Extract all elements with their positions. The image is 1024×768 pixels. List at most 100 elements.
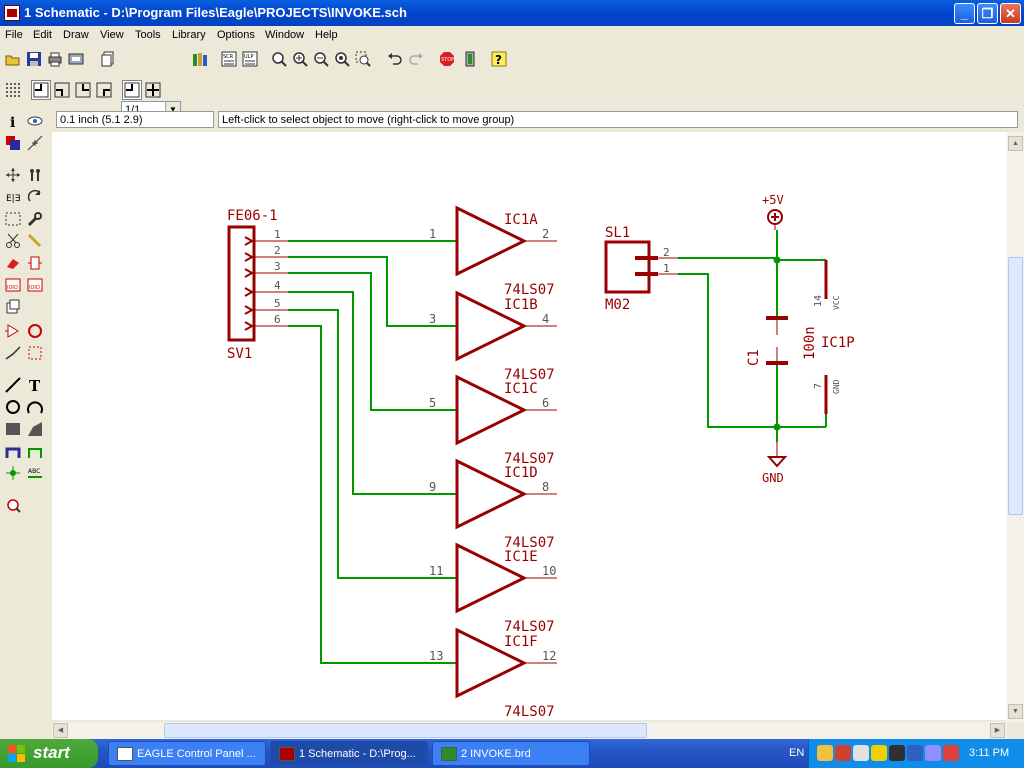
wire-bend-2-button[interactable]	[52, 80, 72, 100]
miter-button[interactable]	[25, 343, 45, 363]
tray-app-icon[interactable]	[853, 745, 869, 761]
copy-button[interactable]	[25, 165, 45, 185]
connector-pin-2[interactable]: 2	[244, 244, 288, 262]
wire-bend-4-button[interactable]	[94, 80, 114, 100]
cut-button[interactable]	[3, 231, 23, 251]
task-schematic[interactable]: 1 Schematic - D:\Prog...	[270, 741, 428, 766]
scroll-up-icon[interactable]: ▲	[1008, 136, 1023, 151]
connector-sl1[interactable]: 2 1 SL1 M02	[604, 225, 678, 313]
stop-button[interactable]: STOP	[437, 49, 457, 69]
menu-window[interactable]: Window	[265, 29, 305, 41]
text-button[interactable]: T	[25, 375, 45, 395]
scroll-down-icon[interactable]: ▼	[1008, 704, 1023, 719]
maximize-button[interactable]: ❐	[977, 3, 998, 24]
gateswap-button[interactable]: IOIO	[25, 275, 45, 295]
label-button[interactable]: ABC	[25, 463, 45, 483]
layer-display-2-button[interactable]	[143, 80, 163, 100]
wire-pin2[interactable]	[288, 256, 457, 327]
connector-pin-6[interactable]: 6	[244, 313, 288, 331]
go-button[interactable]	[460, 49, 480, 69]
scroll-right-icon[interactable]: ▶	[990, 723, 1005, 738]
script-button[interactable]: SCR	[219, 49, 239, 69]
grid-button[interactable]	[3, 80, 23, 100]
menu-view[interactable]: View	[100, 29, 124, 41]
net-button[interactable]	[25, 441, 45, 461]
tray-volume-icon[interactable]	[925, 745, 941, 761]
task-board[interactable]: 2 INVOKE.brd	[432, 741, 590, 766]
polygon-button[interactable]	[25, 419, 45, 439]
scroll-left-icon[interactable]: ◀	[53, 723, 68, 738]
change-button[interactable]	[25, 209, 45, 229]
display-button[interactable]	[3, 133, 23, 153]
layer-display-button[interactable]	[122, 80, 142, 100]
zoom-out-button[interactable]	[311, 49, 331, 69]
menu-help[interactable]: Help	[315, 29, 338, 41]
zoom-fit-button[interactable]	[269, 49, 289, 69]
pinswap-button[interactable]: IOIO	[3, 275, 23, 295]
language-indicator[interactable]: EN	[789, 747, 805, 759]
task-eagle-control-panel[interactable]: EAGLE Control Panel ...	[108, 741, 266, 766]
start-button[interactable]: start	[0, 739, 98, 768]
save-button[interactable]	[24, 49, 44, 69]
info-button[interactable]: i	[3, 111, 23, 131]
open-button[interactable]	[3, 49, 23, 69]
close-button[interactable]: ✕	[1000, 3, 1021, 24]
tray-tool-icon[interactable]	[889, 745, 905, 761]
bus-button[interactable]	[3, 441, 23, 461]
mark-button[interactable]	[25, 133, 45, 153]
capacitor-c1[interactable]: C1 100n	[746, 316, 818, 366]
minimize-button[interactable]: _	[954, 3, 975, 24]
junction-vcc[interactable]	[773, 256, 781, 264]
tray-monitor-icon[interactable]	[907, 745, 923, 761]
wire-vcc[interactable]	[678, 257, 826, 261]
tray-shield-icon[interactable]	[871, 745, 887, 761]
wire-bend-1-button[interactable]	[31, 80, 51, 100]
move-button[interactable]	[3, 165, 23, 185]
help-button[interactable]: ?	[489, 49, 509, 69]
mirror-button[interactable]: E|∃	[3, 187, 23, 207]
menu-file[interactable]: File	[5, 29, 23, 41]
tray-back-icon[interactable]	[817, 745, 833, 761]
arc-button[interactable]	[25, 397, 45, 417]
paste-button[interactable]	[25, 231, 45, 251]
add-button[interactable]	[25, 253, 45, 273]
supply-vcc[interactable]: +5V	[762, 193, 784, 230]
wire-pin3[interactable]	[288, 272, 457, 411]
zoom-in-button[interactable]	[290, 49, 310, 69]
wire-bend-3-button[interactable]	[73, 80, 93, 100]
menu-edit[interactable]: Edit	[33, 29, 52, 41]
power-block-ic1p[interactable]: 14 VCC 7 GND IC1P	[813, 260, 855, 427]
smash-button[interactable]	[25, 321, 45, 341]
tray-security-icon[interactable]	[943, 745, 959, 761]
circle-button[interactable]	[3, 397, 23, 417]
junction-gnd[interactable]	[773, 423, 781, 431]
menu-tools[interactable]: Tools	[135, 29, 161, 41]
vertical-scroll-thumb[interactable]	[1008, 257, 1023, 515]
vertical-scrollbar[interactable]: ▲ ▼	[1007, 132, 1024, 722]
connector-pin-1[interactable]: 1	[244, 228, 288, 246]
connector-pin-4[interactable]: 4	[244, 279, 288, 297]
erc-button[interactable]	[3, 495, 23, 515]
delete-button[interactable]	[3, 253, 23, 273]
cam-processor-button[interactable]	[66, 49, 86, 69]
eagle-app-icon[interactable]	[4, 5, 20, 21]
replace-button[interactable]	[3, 297, 23, 317]
redo-button[interactable]	[406, 49, 426, 69]
menu-draw[interactable]: Draw	[63, 29, 89, 41]
undo-button[interactable]	[385, 49, 405, 69]
rotate-button[interactable]	[25, 187, 45, 207]
group-button[interactable]	[3, 209, 23, 229]
connector-pin-5[interactable]: 5	[244, 297, 288, 315]
wire-pin6[interactable]	[288, 325, 457, 664]
tray-network-icon[interactable]	[835, 745, 851, 761]
horizontal-scrollbar[interactable]: ◀ ▶	[52, 722, 1007, 739]
print-button[interactable]	[45, 49, 65, 69]
